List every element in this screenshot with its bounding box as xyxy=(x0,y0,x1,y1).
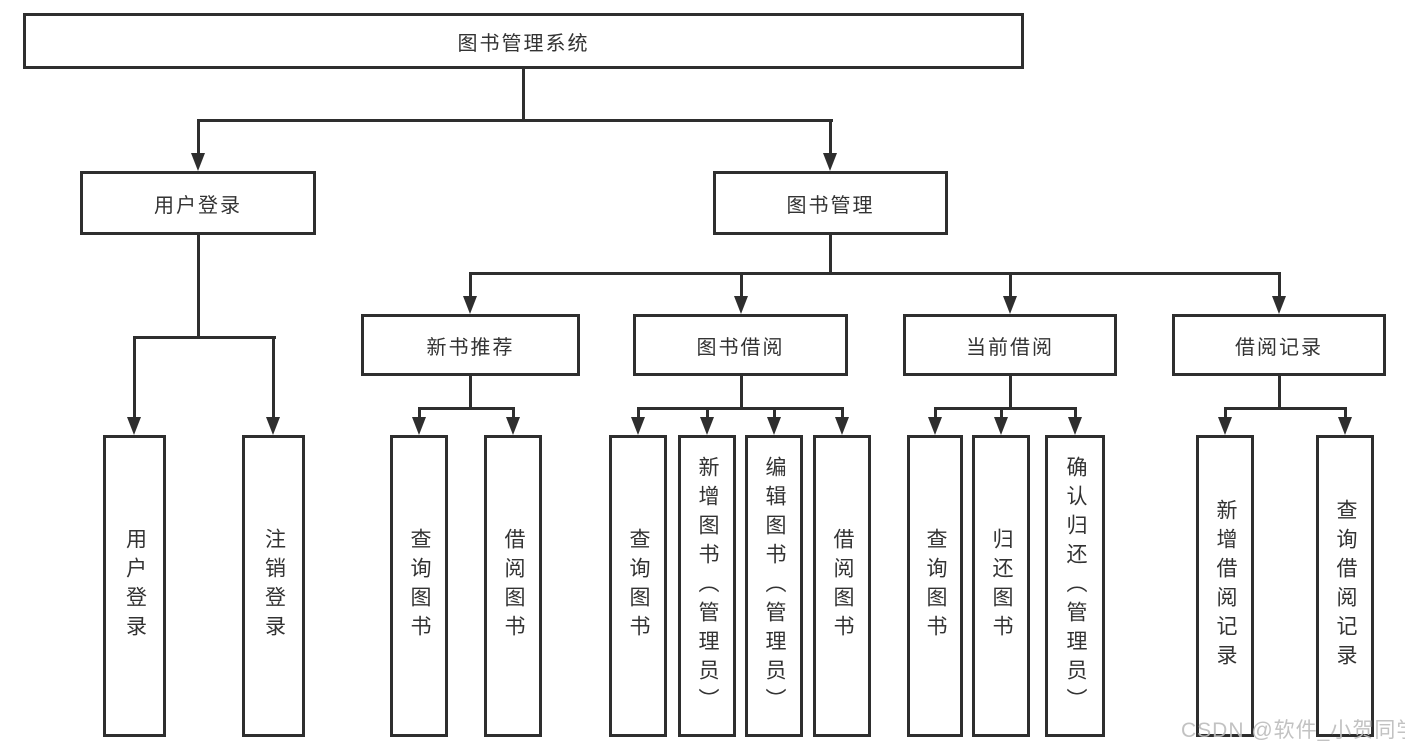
arrowhead-book-management xyxy=(823,153,837,171)
leaf-return-books: 归还图书 xyxy=(972,435,1030,737)
connector-current-borrow-stem xyxy=(1009,376,1012,410)
connector-root-stem xyxy=(522,69,525,122)
arrowhead-leaf-query-record xyxy=(1338,417,1352,435)
arrowhead-leaf-user-login xyxy=(127,417,141,435)
connector-drop-leaf-add-record xyxy=(1224,407,1227,418)
connector-borrow-records-stem xyxy=(1278,376,1281,410)
connector-drop-book-borrow xyxy=(740,272,743,297)
leaf-query-books-current: 查询图书 xyxy=(907,435,963,737)
connector-level3-rail xyxy=(469,272,1281,275)
node-user-login: 用户登录 xyxy=(80,171,316,235)
leaf-borrow-books-recommend: 借阅图书 xyxy=(484,435,542,737)
arrowhead-leaf-logout xyxy=(266,417,280,435)
leaf-query-books-recommend: 查询图书 xyxy=(390,435,448,737)
node-book-management: 图书管理 xyxy=(713,171,948,235)
connector-drop-leaf-user-login xyxy=(133,336,136,418)
connector-book-management-stem xyxy=(829,235,832,275)
connector-borrow-records-rail xyxy=(1224,407,1347,410)
connector-drop-leaf-logout xyxy=(272,336,275,418)
connector-user-login-stem xyxy=(197,235,200,339)
arrowhead-leaf-return-books xyxy=(994,417,1008,435)
arrowhead-current-borrow xyxy=(1003,296,1017,314)
leaf-user-login: 用户登录 xyxy=(103,435,166,737)
connector-drop-book-management xyxy=(829,119,832,154)
leaf-add-books-admin: 新增图书（管理员） xyxy=(678,435,736,737)
arrowhead-leaf-borrow-books-2 xyxy=(835,417,849,435)
connector-drop-current-borrow xyxy=(1009,272,1012,297)
connector-drop-leaf-query-books-1 xyxy=(418,407,421,418)
leaf-query-borrow-record: 查询借阅记录 xyxy=(1316,435,1374,737)
connector-drop-leaf-edit-books xyxy=(773,407,776,418)
arrowhead-leaf-query-books-3 xyxy=(928,417,942,435)
connector-drop-leaf-query-record xyxy=(1344,407,1347,418)
leaf-query-books-borrow: 查询图书 xyxy=(609,435,667,737)
leaf-edit-books-admin: 编辑图书（管理员） xyxy=(745,435,803,737)
connector-drop-new-book-recommend xyxy=(469,272,472,297)
node-borrow-records: 借阅记录 xyxy=(1172,314,1386,376)
arrowhead-leaf-add-record xyxy=(1218,417,1232,435)
connector-user-login-rail xyxy=(133,336,276,339)
connector-drop-leaf-borrow-books-1 xyxy=(512,407,515,418)
connector-drop-leaf-query-books-2 xyxy=(637,407,640,418)
leaf-add-borrow-record: 新增借阅记录 xyxy=(1196,435,1254,737)
connector-current-borrow-rail xyxy=(934,407,1077,410)
arrowhead-leaf-confirm-return xyxy=(1068,417,1082,435)
node-library-management-system: 图书管理系统 xyxy=(23,13,1024,69)
csdn-watermark: CSDN @软件_小贺同学 xyxy=(1181,719,1405,742)
connector-book-borrow-stem xyxy=(740,376,743,410)
connector-new-book-recommend-stem xyxy=(469,376,472,410)
arrowhead-borrow-records xyxy=(1272,296,1286,314)
connector-level1-rail xyxy=(197,119,833,122)
connector-drop-leaf-confirm-return xyxy=(1074,407,1077,418)
node-new-book-recommend: 新书推荐 xyxy=(361,314,580,376)
arrowhead-leaf-add-books xyxy=(700,417,714,435)
arrowhead-new-book-recommend xyxy=(463,296,477,314)
leaf-borrow-books-borrow: 借阅图书 xyxy=(813,435,871,737)
arrowhead-leaf-query-books-2 xyxy=(631,417,645,435)
arrowhead-user-login xyxy=(191,153,205,171)
node-current-borrow: 当前借阅 xyxy=(903,314,1117,376)
connector-new-book-recommend-rail xyxy=(418,407,515,410)
connector-book-borrow-rail xyxy=(637,407,844,410)
leaf-confirm-return-admin: 确认归还（管理员） xyxy=(1045,435,1105,737)
arrowhead-leaf-query-books-1 xyxy=(412,417,426,435)
node-book-borrow: 图书借阅 xyxy=(633,314,848,376)
connector-drop-leaf-borrow-books-2 xyxy=(841,407,844,418)
arrowhead-leaf-edit-books xyxy=(767,417,781,435)
leaf-logout: 注销登录 xyxy=(242,435,305,737)
arrowhead-book-borrow xyxy=(734,296,748,314)
connector-drop-leaf-query-books-3 xyxy=(934,407,937,418)
connector-drop-leaf-return-books xyxy=(1000,407,1003,418)
connector-drop-user-login xyxy=(197,119,200,154)
connector-drop-borrow-records xyxy=(1278,272,1281,297)
connector-drop-leaf-add-books xyxy=(706,407,709,418)
arrowhead-leaf-borrow-books-1 xyxy=(506,417,520,435)
